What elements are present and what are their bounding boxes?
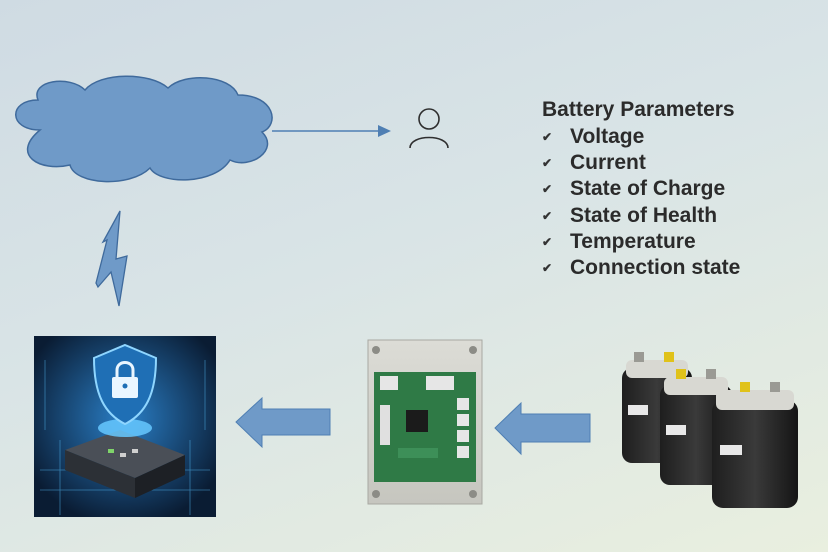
cloud-to-user-arrow — [272, 125, 391, 137]
param-item-voltage: ✔ Voltage — [542, 124, 740, 150]
checkmark-icon: ✔ — [542, 182, 553, 197]
param-label: State of Charge — [570, 177, 726, 201]
battery-to-bms-arrow — [494, 401, 591, 456]
checkmark-icon: ✔ — [542, 208, 553, 223]
checkmark-icon: ✔ — [542, 156, 553, 171]
bms-board-image — [367, 339, 483, 505]
cloud-icon — [15, 75, 273, 183]
checkmark-icon: ✔ — [542, 234, 553, 249]
battery-parameters-panel: Battery Parameters ✔ Voltage ✔ Current ✔… — [542, 97, 740, 281]
battery-parameters-title: Battery Parameters — [542, 98, 735, 121]
battery-pack-image — [622, 352, 798, 508]
bms-to-device-arrow — [235, 396, 331, 449]
param-label: Connection state — [570, 256, 741, 280]
param-item-state-of-charge: ✔ State of Charge — [542, 176, 740, 202]
user-icon — [409, 108, 449, 149]
param-label: Temperature — [570, 229, 696, 253]
param-item-temperature: ✔ Temperature — [542, 229, 740, 255]
param-item-current: ✔ Current — [542, 150, 740, 176]
param-label: Voltage — [570, 125, 645, 148]
security-device-image — [34, 336, 216, 517]
param-item-connection-state: ✔ Connection state — [542, 255, 740, 281]
checkmark-icon: ✔ — [542, 130, 553, 144]
lightning-bolt-icon — [95, 210, 128, 307]
checkmark-icon: ✔ — [542, 261, 553, 276]
param-label: State of Health — [570, 203, 718, 227]
param-label: Current — [570, 151, 646, 175]
param-item-state-of-health: ✔ State of Health — [542, 203, 740, 229]
